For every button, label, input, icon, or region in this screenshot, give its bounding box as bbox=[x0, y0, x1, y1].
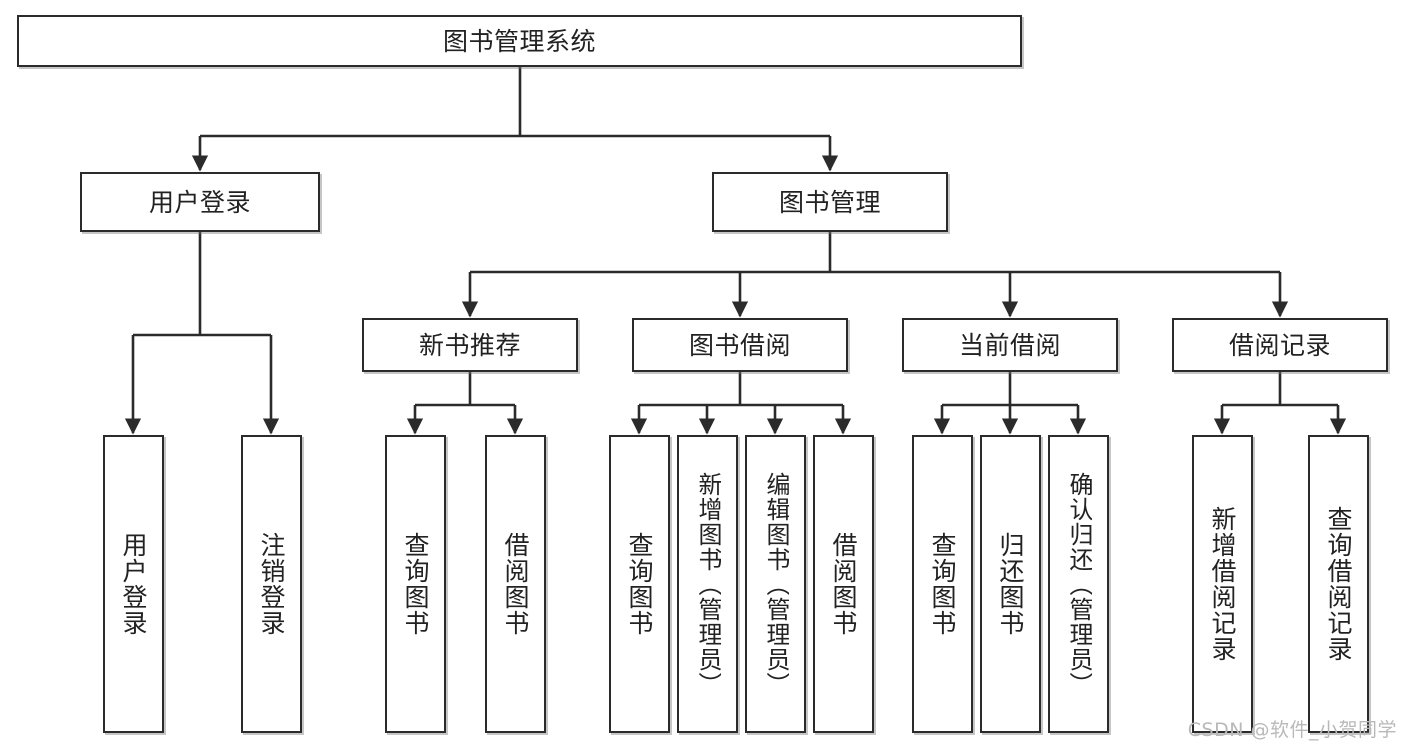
node-label: 查询借阅记录 bbox=[1324, 506, 1353, 662]
node-leaf-recommend-borrow-book[interactable]: 借阅图书 bbox=[485, 435, 546, 733]
node-label: 用户登录 bbox=[148, 187, 251, 217]
node-leaf-borrow-add-book-admin[interactable]: 新增图书（管理员） bbox=[677, 435, 738, 733]
node-book-management[interactable]: 图书管理 bbox=[712, 172, 948, 232]
node-label: 新书推荐 bbox=[418, 330, 521, 360]
node-label: 图书管理系统 bbox=[442, 26, 596, 56]
node-user-login[interactable]: 用户登录 bbox=[80, 172, 320, 232]
node-label: 图书借阅 bbox=[688, 330, 791, 360]
node-current-borrow[interactable]: 当前借阅 bbox=[902, 318, 1118, 372]
node-label: 借阅记录 bbox=[1228, 330, 1331, 360]
node-label: 归还图书 bbox=[996, 532, 1025, 636]
node-label: 查询图书 bbox=[625, 532, 654, 636]
node-label: 查询图书 bbox=[401, 532, 430, 636]
node-leaf-borrow-borrow-book[interactable]: 借阅图书 bbox=[813, 435, 874, 733]
node-root-book-management-system[interactable]: 图书管理系统 bbox=[17, 15, 1022, 67]
node-label: 图书管理 bbox=[778, 187, 881, 217]
node-label: 借阅图书 bbox=[501, 532, 530, 636]
node-label: 新增图书（管理员） bbox=[694, 471, 721, 697]
node-leaf-records-add-record[interactable]: 新增借阅记录 bbox=[1192, 435, 1253, 733]
node-label: 注销登录 bbox=[257, 532, 286, 636]
node-label: 借阅图书 bbox=[829, 532, 858, 636]
node-label: 用户登录 bbox=[119, 532, 148, 636]
node-leaf-current-confirm-return-admin[interactable]: 确认归还（管理员） bbox=[1048, 435, 1109, 733]
node-leaf-current-query-book[interactable]: 查询图书 bbox=[912, 435, 973, 733]
node-borrow-records[interactable]: 借阅记录 bbox=[1172, 318, 1388, 372]
node-leaf-borrow-edit-book-admin[interactable]: 编辑图书（管理员） bbox=[745, 435, 806, 733]
node-leaf-recommend-query-book[interactable]: 查询图书 bbox=[385, 435, 446, 733]
node-leaf-borrow-query-book[interactable]: 查询图书 bbox=[609, 435, 670, 733]
node-label: 当前借阅 bbox=[958, 330, 1061, 360]
node-label: 查询图书 bbox=[928, 532, 957, 636]
node-leaf-records-query-record[interactable]: 查询借阅记录 bbox=[1308, 435, 1369, 733]
node-leaf-current-return-book[interactable]: 归还图书 bbox=[980, 435, 1041, 733]
node-new-book-recommend[interactable]: 新书推荐 bbox=[362, 318, 578, 372]
node-label: 确认归还（管理员） bbox=[1065, 471, 1092, 697]
node-book-borrow[interactable]: 图书借阅 bbox=[632, 318, 848, 372]
node-label: 新增借阅记录 bbox=[1208, 506, 1237, 662]
node-leaf-user-login-login[interactable]: 用户登录 bbox=[103, 435, 164, 733]
watermark-text: CSDN @软件_小贺同学 bbox=[1187, 719, 1397, 741]
node-label: 编辑图书（管理员） bbox=[762, 471, 789, 697]
node-leaf-user-login-logout[interactable]: 注销登录 bbox=[241, 435, 302, 733]
